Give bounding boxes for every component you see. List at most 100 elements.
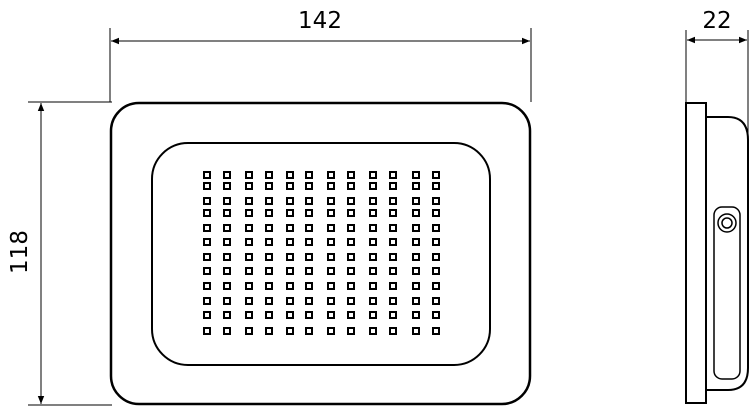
led-chip: [286, 282, 294, 290]
led-chip: [347, 238, 355, 246]
led-chip: [286, 197, 294, 205]
led-chip: [412, 224, 420, 232]
led-chip: [389, 311, 397, 319]
led-chip: [347, 209, 355, 217]
led-chip: [327, 238, 335, 246]
led-chip: [305, 224, 313, 232]
led-chip: [245, 197, 253, 205]
led-chip: [305, 197, 313, 205]
width-dimension: [109, 28, 532, 102]
led-chip: [223, 282, 231, 290]
led-chip: [203, 171, 211, 179]
led-chip: [203, 282, 211, 290]
led-chip: [432, 224, 440, 232]
led-chip: [347, 171, 355, 179]
led-chip: [286, 182, 294, 190]
led-chip: [223, 297, 231, 305]
led-chip: [412, 253, 420, 261]
led-chip: [203, 238, 211, 246]
led-chip: [305, 171, 313, 179]
led-chip: [223, 197, 231, 205]
led-chip: [327, 171, 335, 179]
led-chip: [265, 327, 273, 335]
led-chip: [265, 197, 273, 205]
led-chip: [305, 327, 313, 335]
led-chip: [389, 253, 397, 261]
led-chip: [347, 182, 355, 190]
led-chip: [412, 171, 420, 179]
led-chip: [245, 297, 253, 305]
led-chip: [432, 171, 440, 179]
height-dimension: [28, 101, 112, 406]
led-chip: [245, 311, 253, 319]
led-chip: [265, 282, 273, 290]
led-chip: [389, 224, 397, 232]
led-chip: [389, 238, 397, 246]
led-chip: [432, 182, 440, 190]
led-chip: [389, 282, 397, 290]
led-chip: [245, 182, 253, 190]
led-chip: [432, 253, 440, 261]
front-view: [109, 101, 532, 406]
led-chip: [347, 327, 355, 335]
led-chip: [412, 311, 420, 319]
led-chip: [265, 209, 273, 217]
led-chip: [327, 224, 335, 232]
led-chip: [432, 267, 440, 275]
led-chip: [369, 197, 377, 205]
led-chip: [265, 171, 273, 179]
led-chip: [369, 282, 377, 290]
led-chip: [203, 297, 211, 305]
led-chip: [347, 267, 355, 275]
led-chip: [203, 311, 211, 319]
led-chip: [389, 182, 397, 190]
led-chip: [265, 182, 273, 190]
led-chip: [327, 327, 335, 335]
led-chip: [369, 238, 377, 246]
led-chip: [203, 327, 211, 335]
led-chip: [389, 197, 397, 205]
led-chip: [432, 327, 440, 335]
led-chip: [265, 267, 273, 275]
led-chip: [305, 182, 313, 190]
led-chip: [223, 182, 231, 190]
front-plate: [685, 102, 707, 404]
led-chip: [412, 209, 420, 217]
led-chip: [223, 209, 231, 217]
led-chip: [327, 311, 335, 319]
led-chip: [369, 224, 377, 232]
led-chip: [305, 311, 313, 319]
led-chip: [327, 182, 335, 190]
led-chip: [389, 171, 397, 179]
led-chip: [286, 253, 294, 261]
led-chip: [305, 297, 313, 305]
bracket-screw-outer: [717, 213, 737, 233]
led-chip: [245, 282, 253, 290]
led-chip: [223, 238, 231, 246]
led-chip: [203, 267, 211, 275]
led-chip: [245, 267, 253, 275]
led-chip: [432, 197, 440, 205]
led-chip: [412, 327, 420, 335]
led-chip: [432, 238, 440, 246]
led-grid: [203, 171, 440, 335]
led-chip: [223, 267, 231, 275]
led-chip: [245, 209, 253, 217]
led-chip: [286, 327, 294, 335]
led-chip: [389, 209, 397, 217]
led-chip: [223, 171, 231, 179]
led-chip: [265, 311, 273, 319]
led-chip: [286, 171, 294, 179]
led-chip: [223, 224, 231, 232]
rear-body: [706, 116, 749, 391]
led-chip: [305, 267, 313, 275]
led-chip: [305, 282, 313, 290]
side-view: [685, 102, 749, 404]
led-chip: [286, 209, 294, 217]
led-chip: [432, 311, 440, 319]
led-chip: [245, 238, 253, 246]
lens-window: [151, 142, 491, 366]
led-chip: [265, 238, 273, 246]
led-chip: [286, 311, 294, 319]
